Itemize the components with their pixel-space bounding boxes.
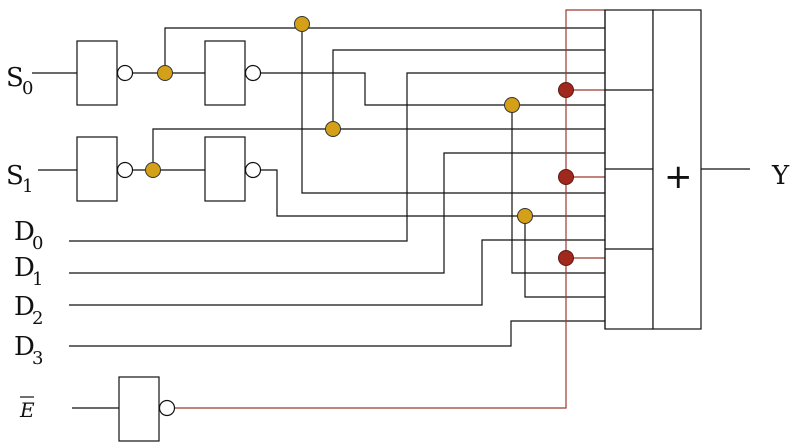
junction-dot: [517, 208, 533, 224]
junction-dot: [558, 82, 574, 98]
label-enable-bar: E: [19, 396, 35, 422]
junction-dot: [294, 16, 310, 32]
label-d0: D 0: [14, 217, 43, 254]
not-gate-enable: [118, 376, 176, 442]
junction-dot: [145, 162, 161, 178]
svg-text:D: D: [14, 332, 35, 362]
select-junctions: [145, 16, 533, 224]
label-s0: S 0: [6, 63, 33, 99]
select-wiring: [69, 24, 605, 347]
svg-text:3: 3: [32, 348, 43, 369]
svg-text:S: S: [6, 63, 24, 93]
svg-text:2: 2: [32, 308, 43, 329]
svg-text:D: D: [14, 217, 35, 247]
junction-dot: [558, 250, 574, 266]
svg-text:S: S: [6, 161, 24, 191]
enable-junctions: [558, 82, 574, 266]
svg-text:0: 0: [22, 78, 33, 99]
svg-text:1: 1: [22, 176, 33, 197]
label-output-y: Y: [771, 161, 790, 191]
svg-text:D: D: [14, 292, 35, 322]
not-gate-s0-b: [204, 40, 262, 106]
junction-dot: [157, 65, 173, 81]
junction-dot: [558, 169, 574, 185]
not-gate-s1-a: [76, 136, 134, 202]
and-gate-outputs: [605, 89, 653, 250]
label-d3: D 3: [14, 332, 43, 369]
or-gate: +: [652, 9, 702, 330]
junction-dot: [504, 97, 520, 113]
svg-text:1: 1: [32, 269, 43, 290]
label-d2: D 2: [14, 292, 43, 329]
or-symbol: +: [664, 157, 693, 197]
not-gate-s1-b: [204, 136, 262, 202]
svg-text:E: E: [19, 398, 35, 422]
svg-text:0: 0: [32, 233, 43, 254]
label-s1: S 1: [6, 161, 33, 197]
not-gate-s0-a: [76, 40, 134, 106]
svg-text:D: D: [14, 253, 35, 283]
junction-dot: [325, 121, 341, 137]
label-d1: D 1: [14, 253, 43, 290]
